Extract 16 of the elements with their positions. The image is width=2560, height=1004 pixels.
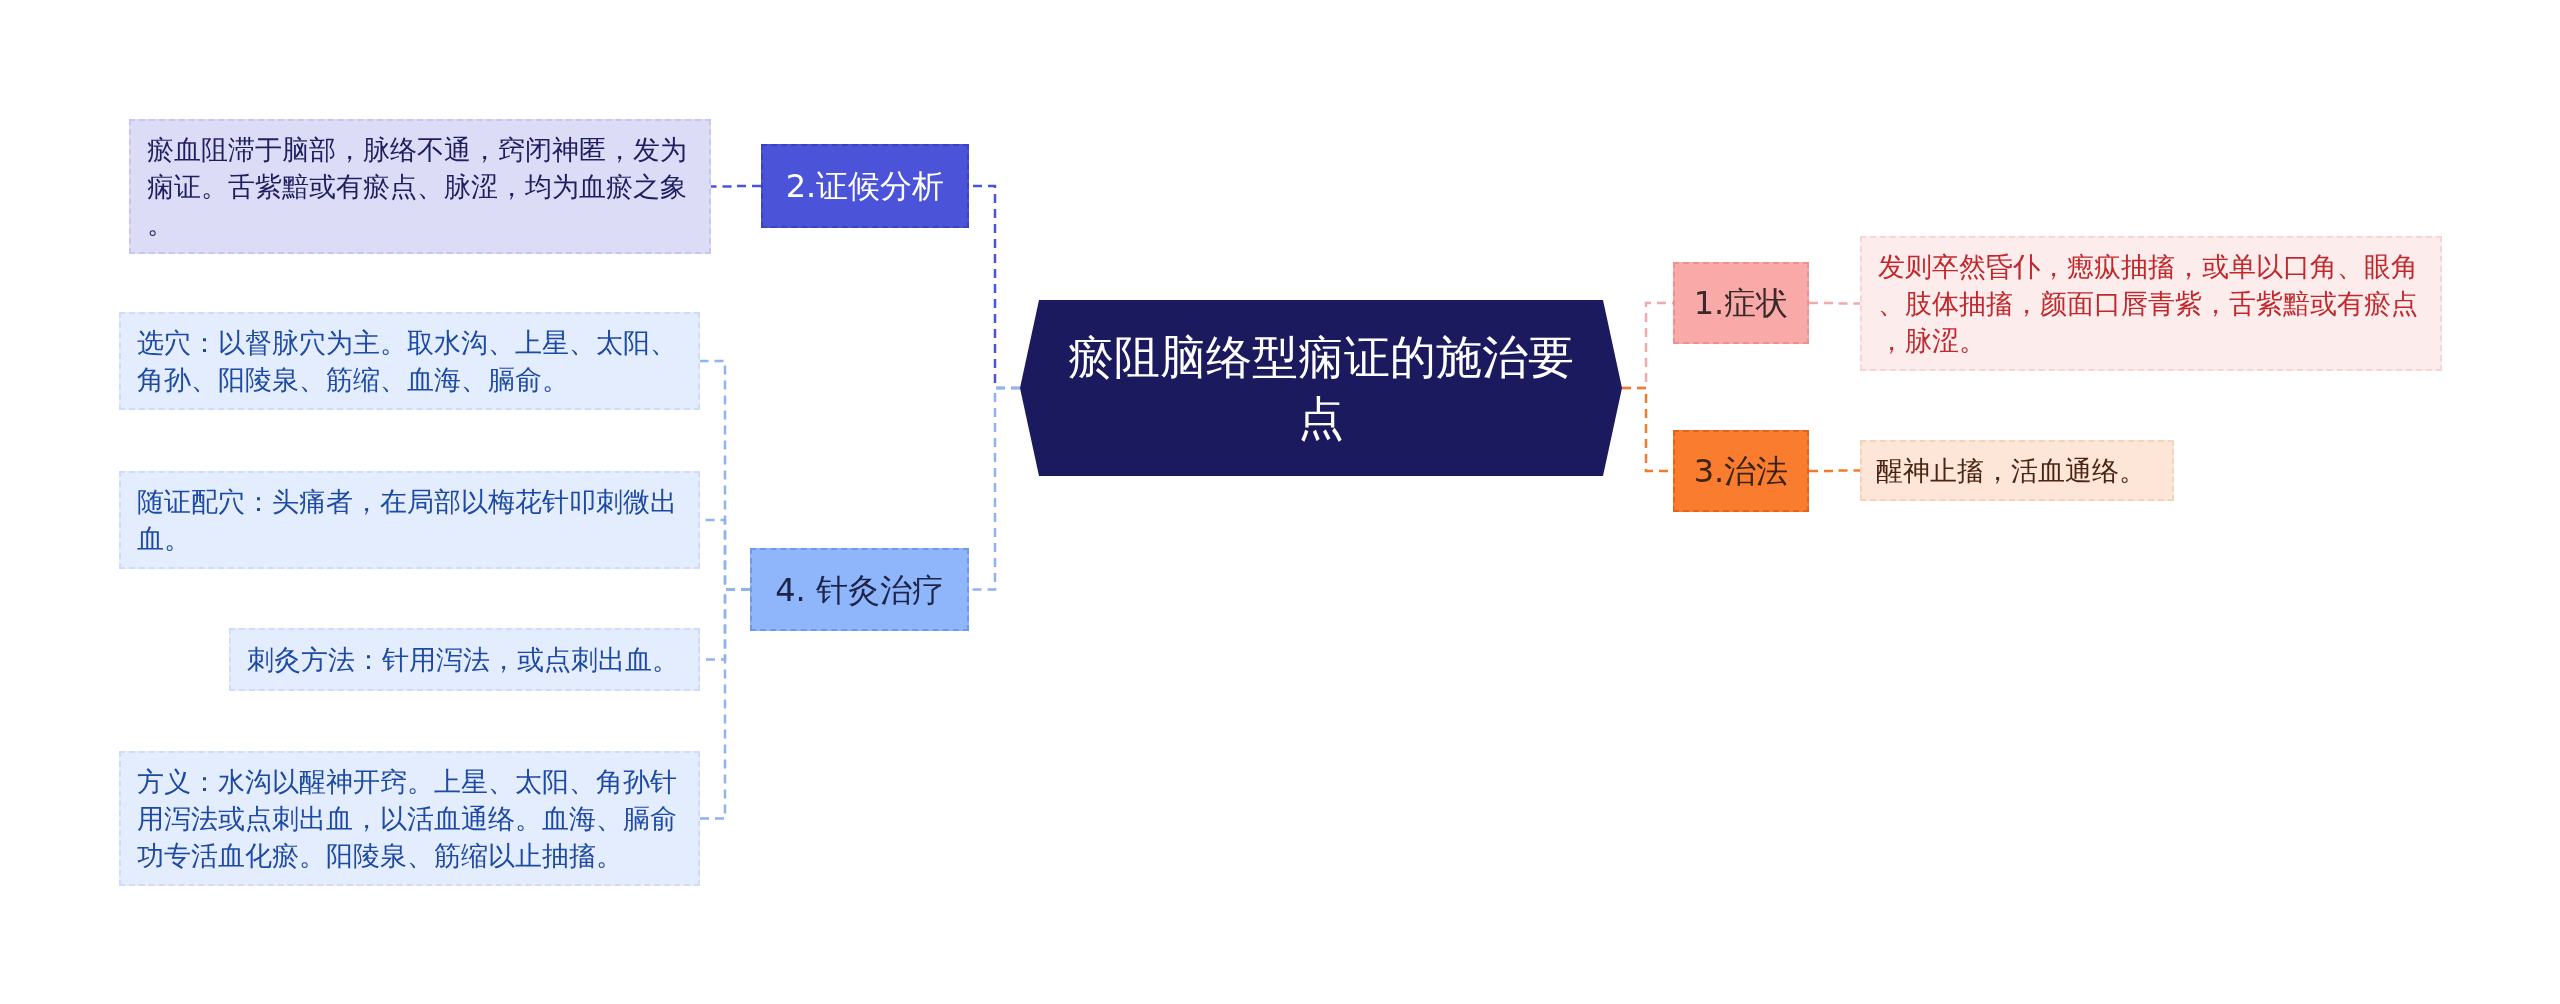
note-box: 随证配穴：头痛者，在局部以梅花针叩刺微出血。 <box>119 471 700 569</box>
connector-line <box>711 184 761 188</box>
central-topic: 瘀阻脑络型痫证的施治要点 <box>1020 300 1622 476</box>
connector-line <box>1809 301 1860 305</box>
topic-box: 3.治法 <box>1673 430 1809 512</box>
note-box: 发则卒然昏仆，瘛疭抽搐，或单以口角、眼角、肢体抽搐，颜面口唇青紫，舌紫黯或有瘀点，脉涩。 <box>1860 236 2442 371</box>
note-box: 刺灸方法：针用泻法，或点刺出血。 <box>229 628 700 691</box>
connector-line <box>1809 469 1860 473</box>
topic-box: 2.证候分析 <box>761 144 969 228</box>
topic-box: 4. 针灸治疗 <box>750 548 969 631</box>
connector-line <box>700 588 750 820</box>
note-box: 醒神止搐，活血通络。 <box>1860 440 2174 501</box>
note-box: 方义：水沟以醒神开窍。上星、太阳、角孙针用泻法或点刺出血，以活血通络。血海、膈俞功专活血化瘀。阳陵泉、筋缩以止抽搐。 <box>119 751 700 886</box>
topic-box: 1.症状 <box>1673 262 1809 344</box>
note-box: 选穴：以督脉穴为主。取水沟、上星、太阳、角孙、阳陵泉、筋缩、血海、膈俞。 <box>119 312 700 410</box>
note-box: 瘀血阻滞于脑部，脉络不通，窍闭神匿，发为痫证。舌紫黯或有瘀点、脉涩，均为血瘀之象。 <box>129 119 711 254</box>
